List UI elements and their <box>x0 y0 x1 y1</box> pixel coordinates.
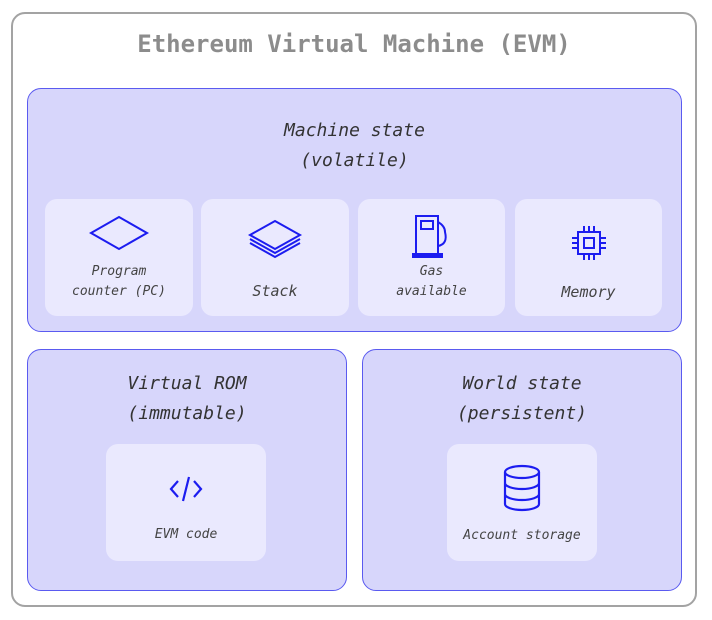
gas-pump-icon <box>411 215 447 258</box>
machine-state-title: Machine state <box>284 120 425 141</box>
diagram-title: Ethereum Virtual Machine (EVM) <box>137 30 571 58</box>
world-state-subtitle: (persistent) <box>456 403 588 424</box>
gas-card: Gas available <box>358 199 505 316</box>
virtual-rom-title: Virtual ROM <box>127 373 247 394</box>
program-counter-label-2: counter (PC) <box>72 284 166 299</box>
world-state-title: World state <box>462 373 582 394</box>
evm-code-label: EVM code <box>154 527 218 542</box>
memory-card: Memory <box>515 199 662 316</box>
account-storage-card: Account storage <box>447 444 597 561</box>
memory-label: Memory <box>561 283 616 301</box>
program-counter-card: Program counter (PC) <box>45 199 193 316</box>
chip-icon <box>571 226 606 260</box>
diamond-icon <box>88 215 150 251</box>
stack-icon <box>247 219 303 259</box>
stack-card: Stack <box>201 199 349 316</box>
database-icon <box>503 464 541 512</box>
virtual-rom-subtitle: (immutable) <box>127 403 247 424</box>
gas-label: Gas <box>419 264 444 279</box>
program-counter-label: Program <box>91 264 147 279</box>
stack-label: Stack <box>252 282 298 300</box>
account-storage-label: Account storage <box>463 528 581 543</box>
code-icon <box>169 476 203 502</box>
machine-state-subtitle: (volatile) <box>300 150 409 171</box>
gas-label-2: available <box>396 284 467 299</box>
evm-code-card: EVM code <box>106 444 266 561</box>
